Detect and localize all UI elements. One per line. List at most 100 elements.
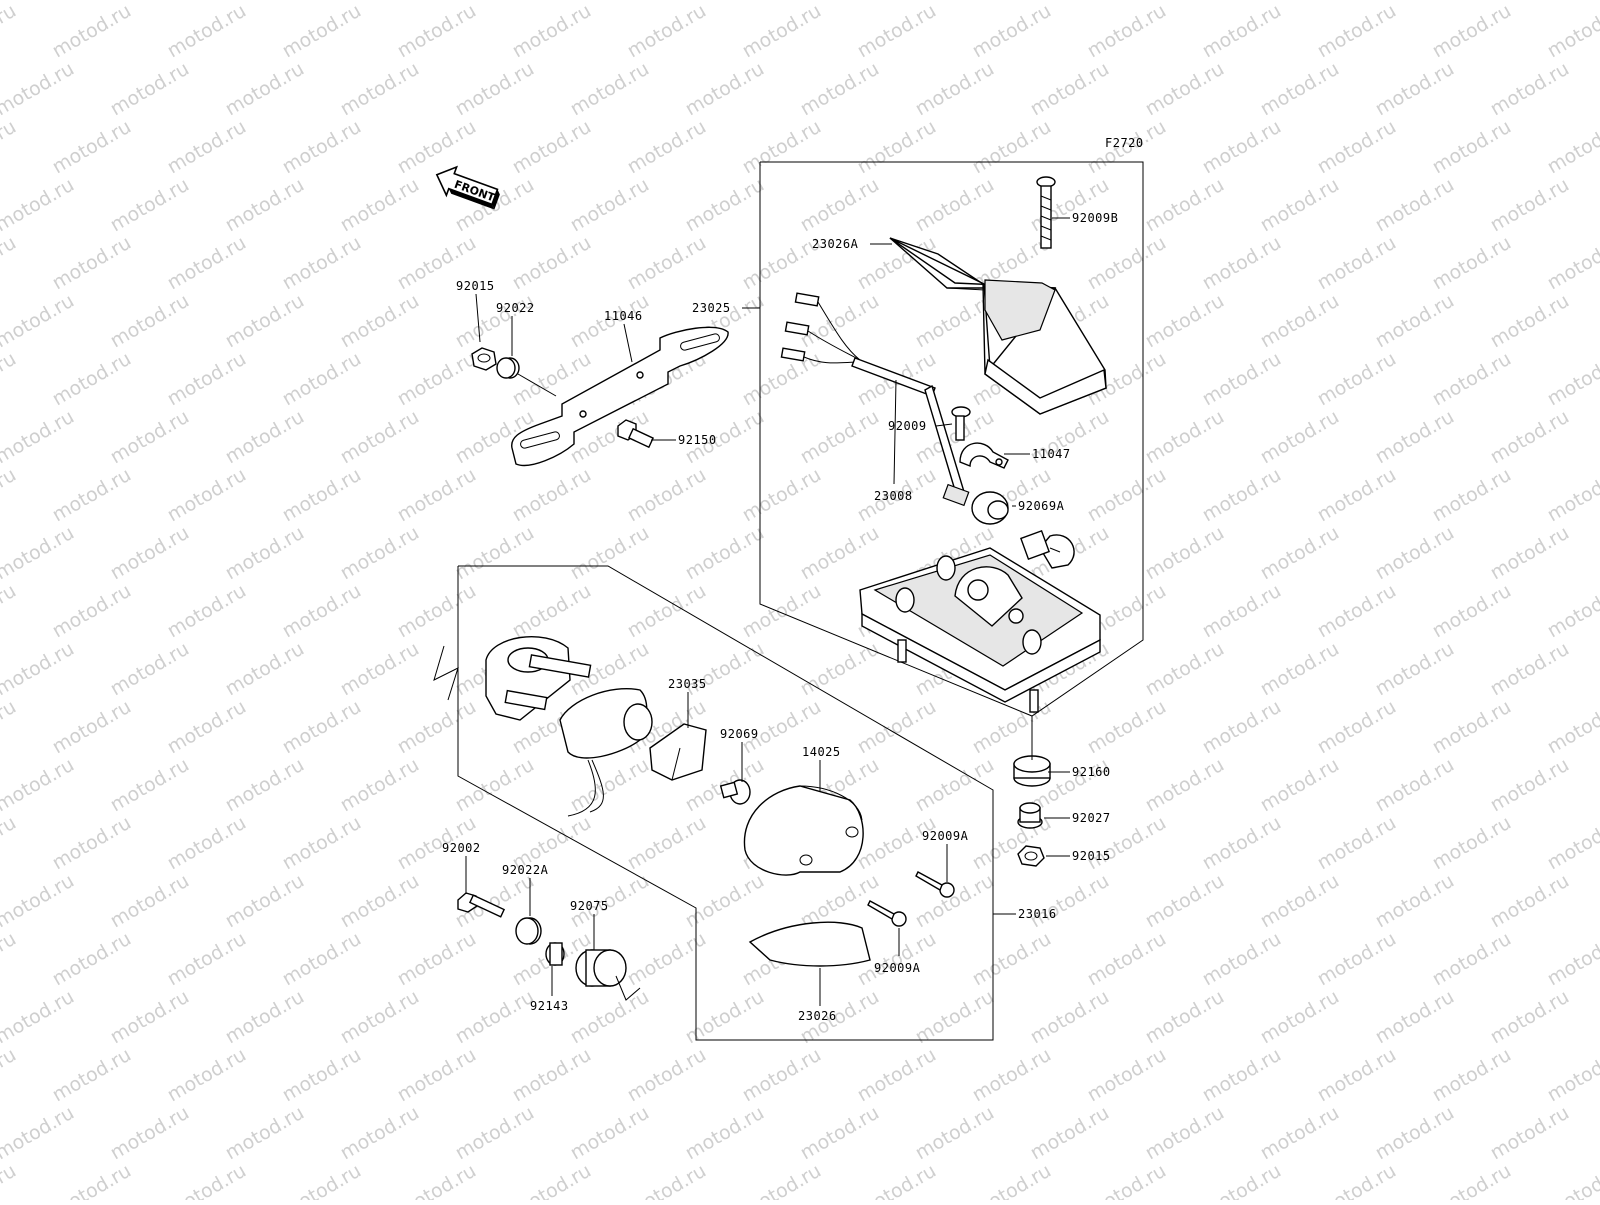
watermark-text: motod.ru	[1199, 812, 1285, 875]
watermark-text: motod.ru	[222, 174, 308, 237]
watermark-text: motod.ru	[452, 754, 538, 817]
watermark-text: motod.ru	[164, 812, 250, 875]
watermark-text: motod.ru	[1084, 1044, 1170, 1107]
watermark-text: motod.ru	[222, 406, 308, 469]
watermark-text: motod.ru	[222, 754, 308, 817]
watermark-text: motod.ru	[0, 812, 20, 875]
watermark-text: motod.ru	[509, 1044, 595, 1107]
part-number-92022a: 92022A	[502, 863, 549, 877]
watermark-text: motod.ru	[1084, 0, 1170, 62]
watermark-text: motod.ru	[1257, 754, 1343, 817]
watermark-text: motod.ru	[0, 0, 20, 62]
watermark-text: motod.ru	[1199, 1044, 1285, 1107]
watermark-text: motod.ru	[337, 870, 423, 933]
watermark-text: motod.ru	[107, 290, 193, 353]
watermark-text: motod.ru	[1429, 116, 1515, 179]
part-number-92009: 92009	[888, 419, 927, 433]
watermark-text: motod.ru	[1544, 928, 1600, 991]
watermark-text: motod.ru	[1544, 116, 1600, 179]
watermark-text: motod.ru	[222, 1102, 308, 1165]
watermark-text: motod.ru	[164, 348, 250, 411]
watermark-text: motod.ru	[624, 812, 710, 875]
screw-92009a-lower	[868, 901, 906, 926]
watermark-text: motod.ru	[1314, 928, 1400, 991]
watermark-text: motod.ru	[337, 174, 423, 237]
watermark-text: motod.ru	[452, 290, 538, 353]
watermark-text: motod.ru	[1544, 1160, 1600, 1200]
watermark-text: motod.ru	[1429, 1044, 1515, 1107]
watermark-text: motod.ru	[509, 580, 595, 643]
watermark-text: motod.ru	[567, 174, 653, 237]
watermark-text: motod.ru	[337, 754, 423, 817]
watermark-text: motod.ru	[49, 116, 135, 179]
watermark-text: motod.ru	[279, 0, 365, 62]
watermark-text: motod.ru	[1027, 1102, 1113, 1165]
watermark-text: motod.ru	[1199, 116, 1285, 179]
watermark-text: motod.ru	[509, 1160, 595, 1200]
watermark-text: motod.ru	[222, 638, 308, 701]
washer-92022a	[516, 918, 541, 944]
watermark-text: motod.ru	[912, 58, 998, 121]
figure-code: F2720	[1105, 136, 1144, 150]
watermark-text: motod.ru	[624, 116, 710, 179]
watermark-text: motod.ru	[624, 928, 710, 991]
watermark-text: motod.ru	[107, 986, 193, 1049]
watermark-text: motod.ru	[1314, 580, 1400, 643]
watermark-text: motod.ru	[279, 928, 365, 991]
watermark-text: motod.ru	[509, 464, 595, 527]
watermark-text: motod.ru	[682, 174, 768, 237]
watermark-text: motod.ru	[452, 986, 538, 1049]
part-number-23008: 23008	[874, 489, 913, 503]
watermark-text: motod.ru	[509, 232, 595, 295]
watermark-text: motod.ru	[1544, 232, 1600, 295]
watermark-text: motod.ru	[1257, 986, 1343, 1049]
watermark-text: motod.ru	[49, 812, 135, 875]
watermark-text: motod.ru	[164, 1160, 250, 1200]
watermark-text: motod.ru	[797, 638, 883, 701]
watermark-text: motod.ru	[797, 174, 883, 237]
watermark-text: motod.ru	[912, 986, 998, 1049]
watermark-text: motod.ru	[49, 580, 135, 643]
watermark-text: motod.ru	[1084, 696, 1170, 759]
watermark-text: motod.ru	[739, 0, 825, 62]
watermark-text: motod.ru	[279, 116, 365, 179]
watermark-text: motod.ru	[1314, 1044, 1400, 1107]
watermark-text: motod.ru	[1257, 638, 1343, 701]
watermark-text: motod.ru	[797, 58, 883, 121]
watermark-text: motod.ru	[1372, 290, 1458, 353]
watermark-text: motod.ru	[49, 1044, 135, 1107]
watermark-text: motod.ru	[222, 290, 308, 353]
watermark-text: motod.ru	[394, 464, 480, 527]
watermark-text: motod.ru	[1429, 696, 1515, 759]
watermark-text: motod.ru	[969, 0, 1055, 62]
watermark-text: motod.ru	[854, 116, 940, 179]
watermark-text: motod.ru	[1142, 986, 1228, 1049]
watermark-text: motod.ru	[739, 1044, 825, 1107]
watermark-text: motod.ru	[682, 58, 768, 121]
watermark-text: motod.ru	[1314, 348, 1400, 411]
watermark-text: motod.ru	[394, 928, 480, 991]
watermark-text: motod.ru	[1429, 1160, 1515, 1200]
watermark-text: motod.ru	[567, 58, 653, 121]
watermark-text: motod.ru	[0, 986, 78, 1049]
damper-92075	[576, 950, 626, 986]
watermark-text: motod.ru	[1544, 1044, 1600, 1107]
watermark-text: motod.ru	[1314, 116, 1400, 179]
watermark-text: motod.ru	[0, 1160, 20, 1200]
watermark-text: motod.ru	[394, 580, 480, 643]
watermark-text: motod.ru	[1544, 0, 1600, 62]
part-number-92022: 92022	[496, 301, 535, 315]
watermark-text: motod.ru	[1487, 870, 1573, 933]
watermark-text: motod.ru	[0, 406, 78, 469]
watermark-text: motod.ru	[107, 406, 193, 469]
watermark-text: motod.ru	[1429, 812, 1515, 875]
watermark-text: motod.ru	[1544, 464, 1600, 527]
watermark-text: motod.ru	[0, 290, 78, 353]
watermark-text: motod.ru	[969, 928, 1055, 991]
watermark-text: motod.ru	[1199, 928, 1285, 991]
watermark-text: motod.ru	[279, 812, 365, 875]
part-number-23025: 23025	[692, 301, 731, 315]
watermark-text: motod.ru	[1544, 696, 1600, 759]
watermark-text: motod.ru	[394, 0, 480, 62]
